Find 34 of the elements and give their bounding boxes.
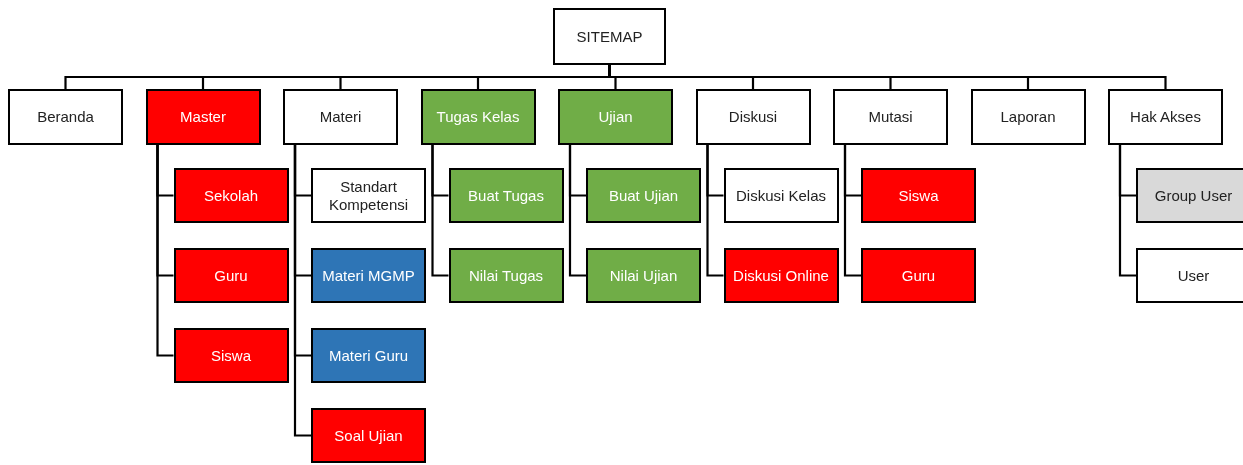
page-box: SITEMAP [553,8,666,65]
page-box: Tugas Kelas [420,89,536,145]
connector-line [293,145,311,437]
page-box: Diskusi [695,89,811,145]
connector-line [431,145,449,277]
page-box: Materi Guru [311,328,426,383]
page-box: Guru [861,248,976,303]
page-box: Siswa [173,328,289,383]
page-box: Materi [283,89,398,145]
connector-line [706,145,724,277]
page-box: Laporan [970,89,1086,145]
page-box: Beranda [8,89,123,145]
page-box: Guru [173,248,289,303]
page-box: Diskusi Kelas [723,168,839,223]
page-box: Ujian [558,89,673,145]
page-box: Group User [1136,168,1243,223]
page-box: Siswa [861,168,976,223]
page-box: Master [145,89,261,145]
page-box: Nilai Ujian [586,248,701,303]
page-box: Buat Ujian [586,168,701,223]
page-box: Hak Akses [1108,89,1223,145]
page-box: Nilai Tugas [448,248,564,303]
page-box: User [1136,248,1243,303]
connector-line [1118,145,1136,277]
connector-line [843,145,861,277]
page-box: Materi MGMP [311,248,426,303]
page-box: Sekolah [173,168,289,223]
page-box: Buat Tugas [448,168,564,223]
page-box: Mutasi [833,89,948,145]
page-box: Diskusi Online [723,248,839,303]
connector-line [568,145,586,277]
page-box: Standart Kompetensi [311,168,426,223]
connector-line [156,145,174,357]
page-box: Soal Ujian [311,408,426,463]
